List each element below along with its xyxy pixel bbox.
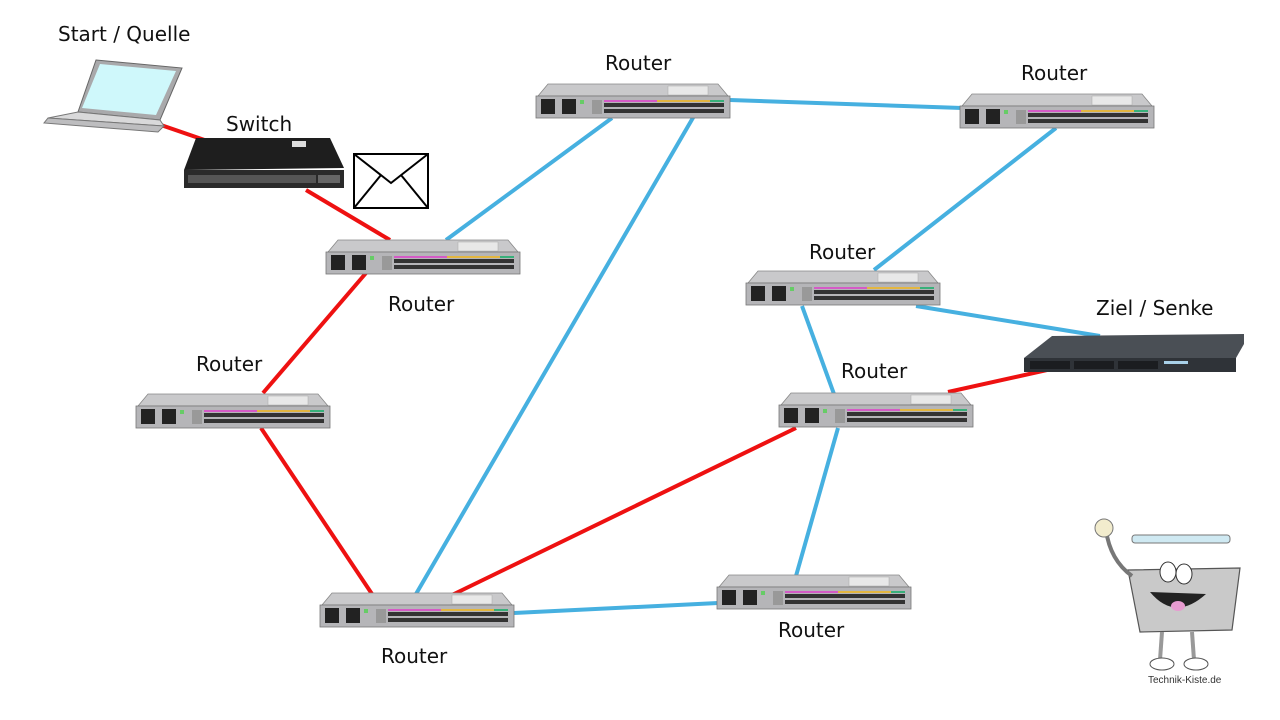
link-r4-r5 xyxy=(729,98,963,110)
source-label: Start / Quelle xyxy=(58,22,191,46)
router-label-5: Router xyxy=(1021,61,1088,85)
router-label-3: Router xyxy=(381,644,448,668)
logo-text: Technik-Kiste.de xyxy=(1148,675,1222,686)
router-label-1: Router xyxy=(388,292,455,316)
laptop-source-node xyxy=(43,59,183,133)
links-layer xyxy=(157,98,1101,615)
router-node-4 xyxy=(535,83,731,119)
link-r3-r7 xyxy=(451,426,797,597)
link-switch-r1 xyxy=(304,188,392,242)
router-node-8 xyxy=(716,574,912,610)
router-label-7: Router xyxy=(841,359,908,383)
router-label-6: Router xyxy=(809,240,876,264)
link-r2-r3 xyxy=(259,426,374,596)
switch-node xyxy=(184,138,344,188)
link-r7-r8 xyxy=(794,427,840,577)
router-node-5 xyxy=(959,93,1155,129)
link-r6-server xyxy=(915,304,1101,338)
router-label-8: Router xyxy=(778,618,845,642)
router-node-2 xyxy=(135,393,331,429)
router-node-3 xyxy=(319,592,515,628)
link-r3-r8 xyxy=(513,601,719,615)
router-node-6 xyxy=(745,270,941,306)
link-r1-r2 xyxy=(261,271,368,395)
router-label-2: Router xyxy=(196,352,263,376)
technik-kiste-logo xyxy=(1094,518,1241,671)
destination-label: Ziel / Senke xyxy=(1096,296,1214,320)
switch-label: Switch xyxy=(226,112,293,136)
router-node-1 xyxy=(325,239,521,275)
link-r1-r4 xyxy=(444,116,614,242)
link-r5-r6 xyxy=(872,126,1058,272)
router-node-7 xyxy=(778,392,974,428)
link-r6-r7 xyxy=(800,305,836,395)
link-r4-r3 xyxy=(414,114,696,596)
envelope-icon xyxy=(353,153,429,209)
router-label-4: Router xyxy=(605,51,672,75)
server-destination-node xyxy=(1024,334,1244,372)
